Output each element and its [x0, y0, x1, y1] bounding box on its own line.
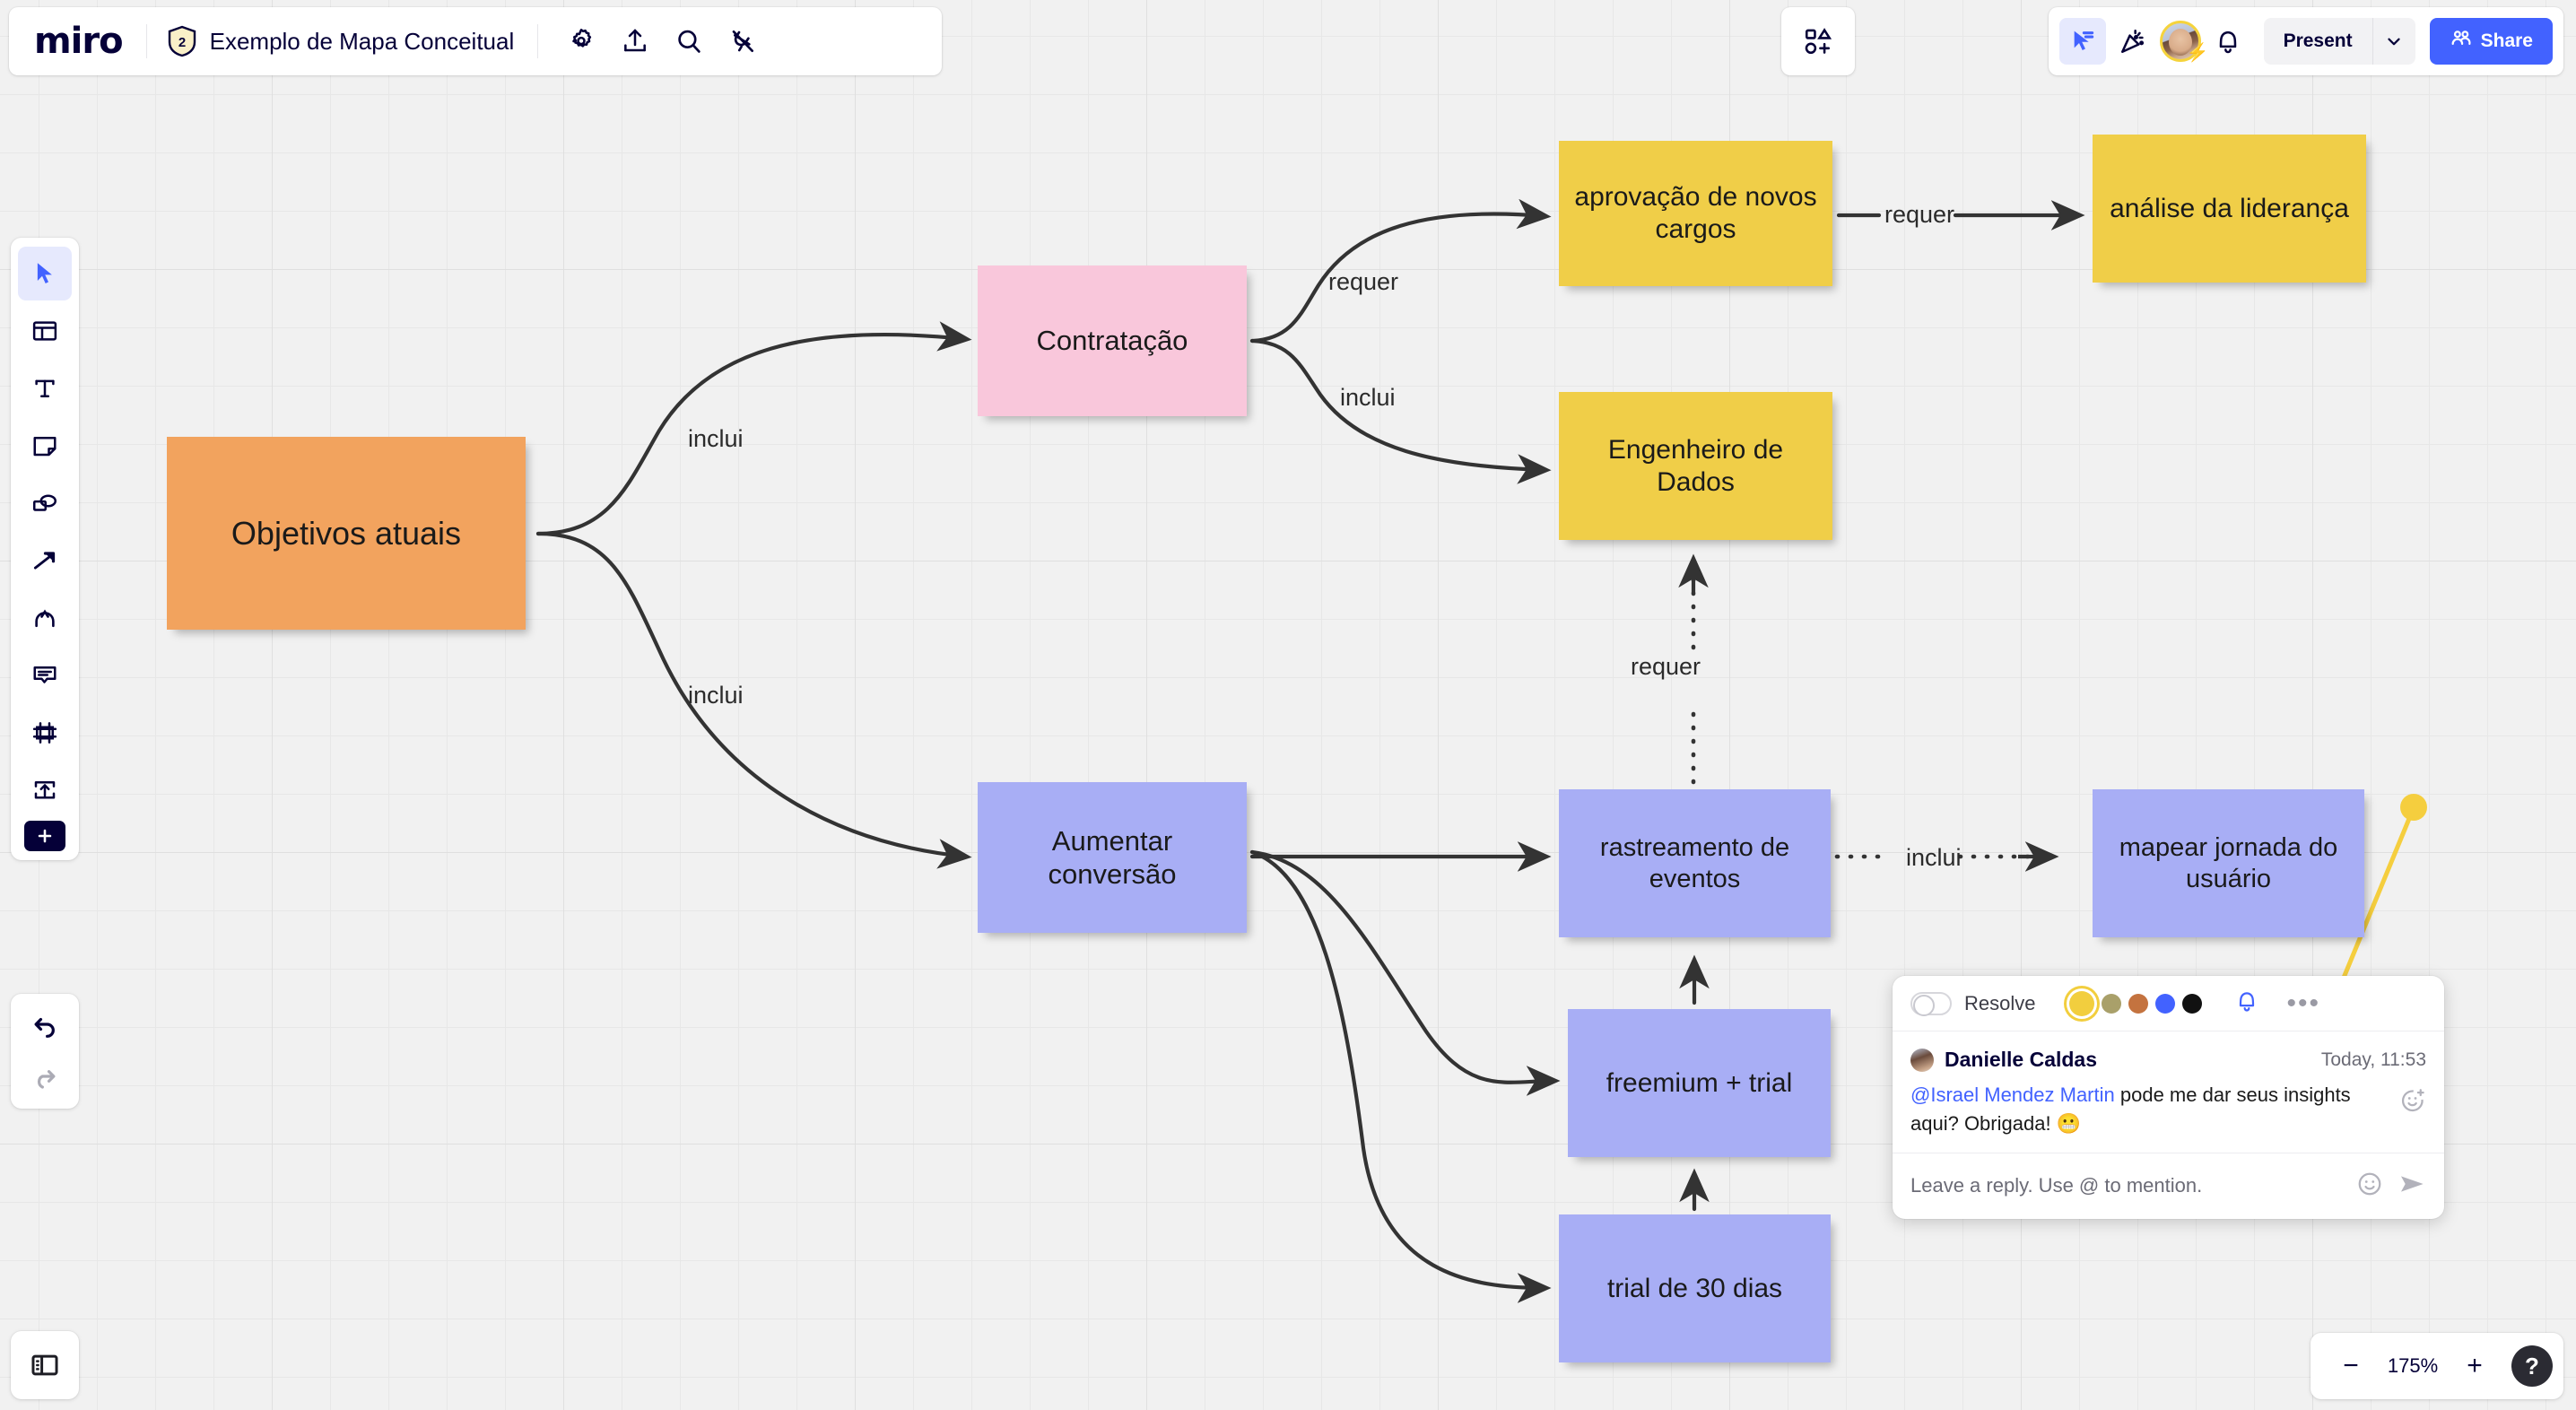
comment-body-text: pode me dar seus insights aqui? Obrigada…: [1910, 1084, 2351, 1135]
avatar[interactable]: ⚡: [2159, 21, 2208, 62]
left-toolbar: [11, 238, 79, 860]
header-icon-group: [538, 18, 766, 65]
sticky-note-trial30[interactable]: trial de 30 dias: [1559, 1214, 1831, 1362]
more-apps-plus-icon[interactable]: [24, 821, 65, 851]
comment-header: Resolve •••: [1893, 976, 2444, 1031]
sticky-note-label: Objetivos atuais: [231, 514, 462, 552]
sticky-note-tool[interactable]: [18, 419, 72, 473]
cursor-share-icon[interactable]: [2058, 18, 2106, 65]
sticky-note-aumentar[interactable]: Aumentar conversão: [978, 782, 1247, 933]
pen-icon[interactable]: [18, 591, 72, 645]
edge-label-1[interactable]: inclui: [688, 682, 744, 709]
party-popper-icon[interactable]: [2110, 18, 2156, 65]
sticky-note-label: Aumentar conversão: [1048, 824, 1177, 890]
gear-icon[interactable]: [558, 18, 605, 65]
edge-label-0[interactable]: inclui: [688, 425, 744, 452]
zoom-level: 175%: [2387, 1354, 2439, 1377]
board-title[interactable]: Exemplo de Mapa Conceitual: [209, 28, 515, 55]
lightning-icon: ⚡: [2186, 43, 2209, 63]
share-label: Share: [2480, 30, 2533, 51]
add-reaction-icon[interactable]: [2399, 1087, 2426, 1118]
comment-reply-row[interactable]: Leave a reply. Use @ to mention.: [1893, 1153, 2444, 1219]
sticky-note-analise[interactable]: análise da liderança: [2093, 135, 2366, 283]
undo-icon[interactable]: [18, 1001, 72, 1051]
sticky-note-objetivos[interactable]: Objetivos atuais: [167, 437, 526, 630]
sticky-note-label: rastreamento de eventos: [1599, 832, 1790, 893]
share-people-icon: [2450, 27, 2473, 56]
color-swatch[interactable]: [2102, 993, 2122, 1014]
top-bar-right: ⚡ Present Share: [2048, 7, 2563, 75]
divider-2: [537, 24, 539, 58]
bell-icon[interactable]: [2205, 18, 2251, 65]
sticky-note-freemium[interactable]: freemium + trial: [1568, 1009, 1831, 1157]
comment-body: Danielle Caldas Today, 11:53 @Israel Men…: [1893, 1031, 2444, 1153]
send-icon[interactable]: [2398, 1170, 2426, 1203]
upload-icon[interactable]: [612, 18, 658, 65]
color-swatch[interactable]: [2182, 993, 2203, 1014]
sticky-note-label: mapear jornada do usuário: [2119, 832, 2338, 893]
present-group: Present: [2263, 18, 2415, 65]
present-button[interactable]: Present: [2283, 30, 2353, 51]
sticky-note-aprovacao[interactable]: aprovação de novos cargos: [1559, 141, 1832, 286]
miro-logo[interactable]: miro: [34, 21, 124, 62]
sticky-note-label: trial de 30 dias: [1606, 1273, 1783, 1303]
sticky-note-contratacao[interactable]: Contratação: [978, 265, 1247, 416]
plug-icon[interactable]: [719, 18, 766, 65]
color-swatch[interactable]: [2155, 993, 2176, 1014]
shapes-panel-button[interactable]: [1781, 7, 1855, 75]
select-tool[interactable]: [18, 247, 72, 300]
share-button[interactable]: Share: [2429, 18, 2553, 65]
search-icon[interactable]: [666, 18, 712, 65]
upload-box-icon[interactable]: [18, 763, 72, 817]
sticky-note-mapear[interactable]: mapear jornada do usuário: [2093, 789, 2364, 937]
color-swatch[interactable]: [2128, 993, 2149, 1014]
resolve-label: Resolve: [1964, 991, 2036, 1014]
templates-tool[interactable]: [18, 304, 72, 358]
redo-icon[interactable]: [18, 1051, 72, 1101]
sidebar-toggle-icon[interactable]: [11, 1331, 79, 1399]
color-swatches: [2069, 990, 2203, 1016]
comment-bell-icon[interactable]: [2234, 988, 2259, 1018]
chevron-down-icon[interactable]: [2371, 18, 2415, 65]
shapes-tool[interactable]: [18, 476, 72, 530]
resolve-toggle[interactable]: [1910, 991, 1952, 1016]
zoom-in-button[interactable]: +: [2467, 1351, 2483, 1380]
sticky-note-label: Engenheiro de Dados: [1607, 434, 1784, 497]
zoom-out-button[interactable]: −: [2343, 1351, 2359, 1380]
edge-label-5[interactable]: requer: [1631, 653, 1701, 680]
comment-text: @Israel Mendez Martin pode me dar seus i…: [1910, 1081, 2426, 1138]
comment-panel[interactable]: Resolve ••• Danielle Caldas Today, 11:53…: [1893, 976, 2444, 1219]
emoji-icon[interactable]: [2356, 1171, 2383, 1202]
edge-label-2[interactable]: requer: [1328, 268, 1399, 295]
svg-text:2: 2: [178, 35, 185, 50]
sticky-note-label: Contratação: [1036, 325, 1188, 357]
top-bar-left: miro 2 Exemplo de Mapa Conceitual: [9, 7, 942, 75]
edge-label-6[interactable]: inclui: [1906, 844, 1962, 871]
edge-label-4[interactable]: requer: [1884, 201, 1955, 228]
comment-timestamp: Today, 11:53: [2320, 1049, 2426, 1070]
color-swatch[interactable]: [2069, 990, 2095, 1016]
sticky-note-label: freemium + trial: [1606, 1067, 1793, 1098]
edge-label-3[interactable]: inclui: [1340, 384, 1396, 411]
sticky-note-label: análise da liderança: [2110, 193, 2349, 223]
help-button[interactable]: ?: [2511, 1345, 2553, 1387]
more-horizontal-icon[interactable]: •••: [2286, 988, 2320, 1018]
comment-icon[interactable]: [18, 648, 72, 702]
sticky-note-rastreamento[interactable]: rastreamento de eventos: [1559, 789, 1831, 937]
comment-mention[interactable]: @Israel Mendez Martin: [1910, 1084, 2115, 1106]
undo-redo-toolbar: [11, 994, 79, 1109]
plan-badge-icon[interactable]: 2: [167, 25, 197, 57]
text-tool[interactable]: [18, 361, 72, 415]
sticky-note-engenheiro[interactable]: Engenheiro de Dados: [1559, 392, 1832, 540]
frame-icon[interactable]: [18, 706, 72, 760]
divider: [145, 24, 147, 58]
sticky-note-label: aprovação de novos cargos: [1574, 182, 1817, 244]
comment-avatar: [1910, 1048, 1934, 1072]
comment-author: Danielle Caldas: [1945, 1048, 2098, 1071]
zoom-controls: − 175% + ?: [2311, 1333, 2563, 1399]
reply-input[interactable]: Leave a reply. Use @ to mention.: [1910, 1174, 2203, 1197]
arrow-icon[interactable]: [18, 534, 72, 588]
